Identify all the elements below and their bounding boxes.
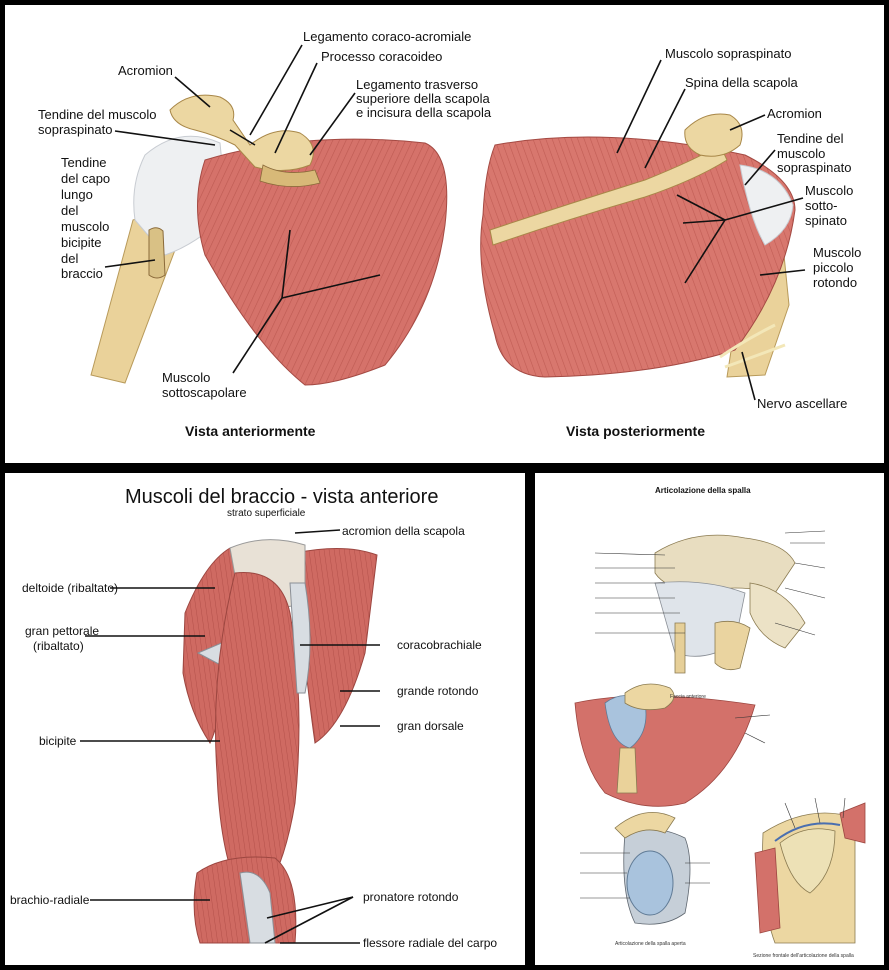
arm-panel-title: Muscoli del braccio - vista anteriore [125, 486, 438, 508]
label-nervo-ascellare: Nervo ascellare [757, 396, 847, 411]
label-acromion-della-scapola: acromion della scapola [342, 524, 465, 538]
label-grande-rotondo: grande rotondo [397, 684, 479, 698]
label-piccolo-rotondo-line3: rotondo [813, 275, 857, 290]
label-legamento-trasverso-line2: superiore della scapola [356, 91, 490, 106]
label-coracobrachiale: coracobrachiale [397, 638, 482, 652]
anterior-leader-lines [104, 44, 381, 374]
label-acromion-posterior: Acromion [767, 106, 822, 121]
joint-panel-title: Articolazione della spalla [655, 486, 751, 495]
label-muscolo-sopraspinato: Muscolo sopraspinato [665, 46, 791, 61]
label-tendine-bicipite-line3: lungo [61, 187, 93, 202]
caption-vista-posteriormente: Vista posteriormente [566, 423, 705, 439]
label-gran-pettorale-line2: (ribaltato) [33, 639, 84, 653]
label-legamento-trasverso-line3: e incisura della scapola [356, 105, 492, 120]
posterior-leader-lines [616, 59, 806, 401]
label-tendine-bicipite-line8: braccio [61, 266, 103, 281]
section-label-faccia-anteriore: Faccia anteriore [670, 694, 706, 700]
joint-section-illustration [754, 802, 866, 944]
label-piccolo-rotondo-line2: piccolo [813, 260, 853, 275]
label-brachio-radiale: brachio-radiale [10, 893, 90, 907]
label-tendine-bicipite-line5: muscolo [61, 219, 109, 234]
label-tendine-bicipite-line4: del [61, 203, 78, 218]
label-tendine-sopraspinato-line1: Tendine del muscolo [38, 107, 157, 122]
label-deltoide: deltoide (ribaltato) [22, 581, 118, 595]
arm-leader-lines [80, 529, 380, 944]
label-tendine-bicipite-line2: del capo [61, 171, 110, 186]
arm-muscles-panel: Muscoli del braccio - vista anteriore st… [0, 468, 530, 970]
joint-leader-lines [580, 530, 846, 899]
label-tendine-posterior-line3: sopraspinato [777, 160, 851, 175]
label-bicipite: bicipite [39, 734, 77, 748]
section-label-sezione-frontale: Sezione frontale dell'articolazione dell… [753, 953, 854, 959]
arm-panel-subtitle: strato superficiale [227, 508, 306, 519]
label-tendine-sopraspinato-line2: sopraspinato [38, 122, 112, 137]
posterior-shoulder-illustration [480, 113, 796, 378]
label-tendine-bicipite-line6: bicipite [61, 235, 101, 250]
label-sottoscapolare-line2: sottoscapolare [162, 385, 247, 400]
shoulder-joint-illustrations: Articolazione della spalla [574, 486, 866, 959]
joint-anterior-illustration [654, 534, 806, 674]
label-sottospinato-line1: Muscolo [805, 183, 853, 198]
label-tendine-posterior-line1: Tendine del [777, 131, 844, 146]
label-legamento-coraco-acromiale: Legamento coraco-acromiale [303, 29, 471, 44]
label-processo-coracoideo: Processo coracoideo [321, 49, 442, 64]
joint-open-illustration [614, 812, 691, 925]
label-piccolo-rotondo-line1: Muscolo [813, 245, 861, 260]
caption-vista-anteriormente: Vista anteriormente [185, 423, 316, 439]
shoulder-illustrations: Acromion Legamento coraco-acromiale Proc… [38, 29, 861, 439]
joint-middle-illustration [574, 683, 756, 807]
label-gran-pettorale-line1: gran pettorale [25, 624, 99, 638]
section-label-articolazione-aperta: Articolazione della spalla aperta [615, 941, 686, 947]
label-gran-dorsale: gran dorsale [397, 719, 464, 733]
label-flessore-radiale: flessore radiale del carpo [363, 936, 497, 950]
label-acromion-anterior: Acromion [118, 63, 173, 78]
shoulder-muscles-panel: Acromion Legamento coraco-acromiale Proc… [0, 0, 889, 468]
label-tendine-posterior-line2: muscolo [777, 146, 825, 161]
label-sottoscapolare-line1: Muscolo [162, 370, 210, 385]
label-pronatore-rotondo: pronatore rotondo [363, 890, 459, 904]
label-legamento-trasverso-line1: Legamento trasverso [356, 77, 478, 92]
label-spina-della-scapola: Spina della scapola [685, 75, 799, 90]
shoulder-joint-panel: Articolazione della spalla [530, 468, 889, 970]
label-tendine-bicipite-line7: del [61, 251, 78, 266]
anterior-shoulder-illustration [90, 94, 448, 386]
label-tendine-bicipite-line1: Tendine [61, 155, 107, 170]
label-sottospinato-line3: spinato [805, 213, 847, 228]
arm-muscles-illustration: Muscoli del braccio - vista anteriore st… [10, 486, 497, 950]
label-sottospinato-line2: sotto- [805, 198, 838, 213]
